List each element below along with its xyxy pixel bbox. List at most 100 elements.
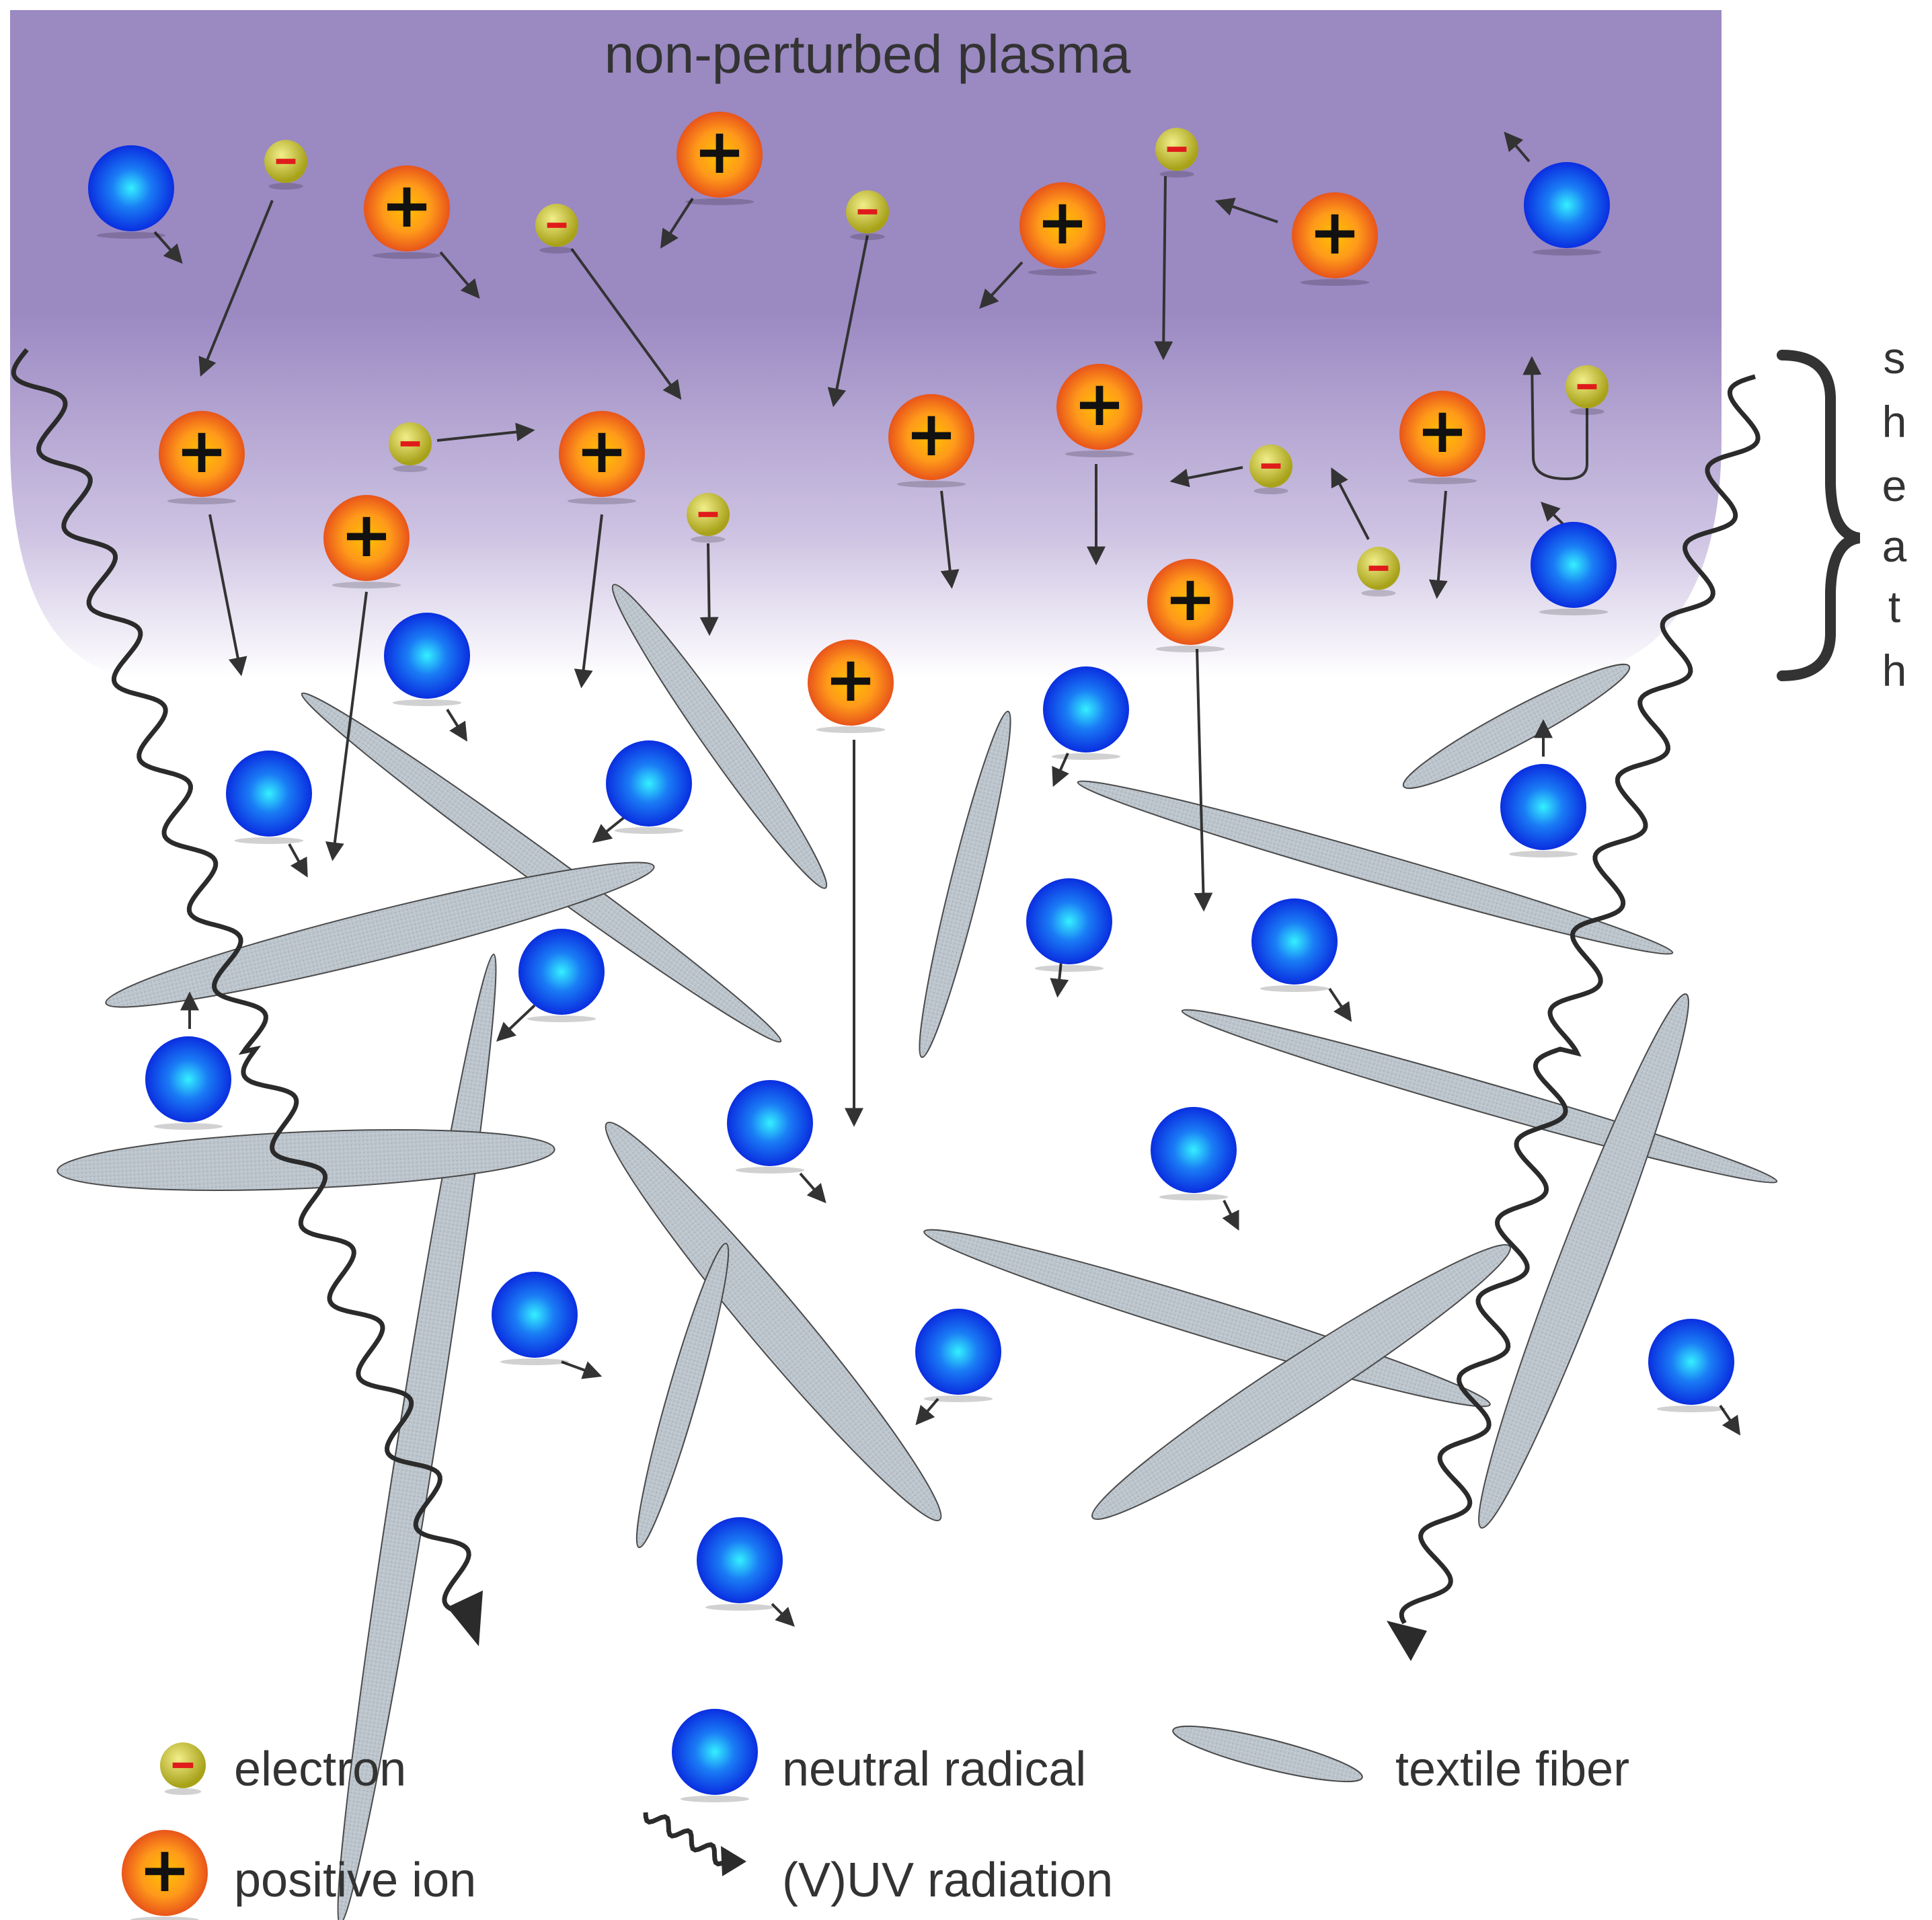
sheath-letter: e [1882, 461, 1907, 510]
neutral-radical [1251, 898, 1338, 992]
svg-text:+: + [340, 498, 393, 571]
positive-ion: + [323, 495, 410, 588]
svg-text:+: + [139, 1833, 191, 1906]
ion-arrow [439, 251, 480, 299]
positive-ion: + [1399, 391, 1485, 484]
textile-fiber [1077, 780, 1674, 955]
positive-ion: + [808, 640, 894, 733]
legend-electron-label: electron [234, 1742, 406, 1796]
neutral-radical [145, 1036, 231, 1130]
neutral-radical [492, 1272, 578, 1365]
legend-neutral-radical-icon [672, 1709, 758, 1802]
radical-arrow [1052, 753, 1069, 788]
uv-radiation-rays [11, 348, 1761, 1625]
sheath-letter: s [1884, 333, 1906, 383]
electron-arrow [1169, 466, 1243, 488]
electron [1357, 547, 1400, 597]
sheath-label: s h e a t h [1882, 333, 1907, 695]
ion-arrow [574, 514, 603, 689]
svg-text:+: + [576, 414, 628, 487]
electron-arrow [1154, 176, 1173, 360]
uv-radiation-ray-left [11, 348, 471, 1616]
plasma-region [10, 10, 1722, 679]
positive-ion: + [1019, 182, 1106, 276]
svg-text:+: + [1073, 367, 1126, 440]
textile-fiber [337, 953, 497, 1920]
uv-arrowhead-left [447, 1590, 483, 1646]
neutral-radical [915, 1309, 1001, 1402]
neutral-radical [226, 751, 312, 844]
neutral-radical [1531, 522, 1617, 615]
positive-ion: + [677, 112, 763, 205]
radical-arrow [771, 1603, 795, 1627]
neutral-radical [1043, 666, 1129, 760]
motion-arrows [153, 131, 1741, 1627]
sheath-letter: h [1882, 646, 1907, 695]
ion-arrow [1428, 490, 1448, 599]
legend-electron-icon [160, 1742, 206, 1795]
radical-arrow [1719, 1404, 1741, 1436]
textile-fiber [1478, 993, 1689, 1529]
ion-arrow [979, 261, 1023, 309]
positive-ion: + [1147, 559, 1233, 652]
neutral-radical [606, 740, 692, 834]
legend: + electron positive ion neutral radical … [122, 1709, 1629, 1920]
neutral-radical [1026, 878, 1112, 972]
neutral-radical [88, 145, 174, 239]
legend-positive-ion-icon: + [122, 1830, 208, 1920]
electron-arrow [1331, 467, 1370, 540]
ion-arrow [940, 490, 960, 589]
radical-arrow [1504, 131, 1531, 163]
svg-text:+: + [1164, 562, 1216, 635]
radical-arrow [1050, 961, 1069, 998]
electron [1249, 445, 1292, 494]
textile-fibers [56, 584, 1778, 1920]
textile-fiber [919, 710, 1011, 1059]
electron-arrow [827, 235, 869, 408]
neutral-radical [1524, 162, 1610, 256]
legend-uv-squiggle [643, 1812, 728, 1867]
textile-fiber [1402, 663, 1631, 790]
electron [264, 140, 307, 190]
textile-fiber [605, 1121, 942, 1522]
neutral-radical [1151, 1107, 1237, 1200]
electron-arrow [436, 422, 535, 442]
ion-arrow [325, 591, 368, 861]
electron [1566, 365, 1609, 415]
radical-arrow [1328, 987, 1352, 1022]
legend-fiber-icon [1172, 1725, 1363, 1783]
neutral-radical [727, 1080, 813, 1174]
electron [1155, 128, 1198, 178]
sheath-letter: a [1882, 521, 1907, 571]
svg-text:+: + [381, 169, 433, 241]
svg-text:+: + [905, 397, 958, 470]
legend-uv-arrowhead [721, 1846, 746, 1876]
textile-fiber [1091, 1243, 1511, 1521]
ion-arrow [208, 514, 247, 677]
electron-return-arrow [1522, 356, 1588, 481]
neutral-radical [1500, 764, 1586, 857]
sheath-letter: h [1882, 397, 1907, 447]
svg-text:+: + [693, 115, 746, 188]
textile-fiber [56, 1129, 555, 1191]
positive-ion: + [559, 411, 645, 504]
svg-text:+: + [176, 414, 228, 487]
legend-textile-fiber-label: textile fiber [1395, 1742, 1629, 1796]
radical-arrow [915, 1397, 939, 1426]
radical-arrow [496, 1004, 536, 1042]
textile-fiber [1181, 1009, 1778, 1184]
radical-arrow [446, 708, 467, 742]
uv-arrowhead-right [1387, 1621, 1427, 1661]
legend-uv-radiation-label: (V)UV radiation [782, 1853, 1113, 1907]
ion-arrow [1194, 648, 1213, 912]
legend-neutral-radical-label: neutral radical [782, 1742, 1086, 1796]
svg-text:+: + [1416, 394, 1469, 467]
electron-arrow [570, 247, 682, 400]
textile-fiber [611, 584, 828, 889]
radical-arrow [288, 843, 308, 878]
positive-ion: + [888, 394, 974, 488]
sheath-brace [1777, 350, 1861, 681]
radical-arrow [1222, 1200, 1239, 1231]
